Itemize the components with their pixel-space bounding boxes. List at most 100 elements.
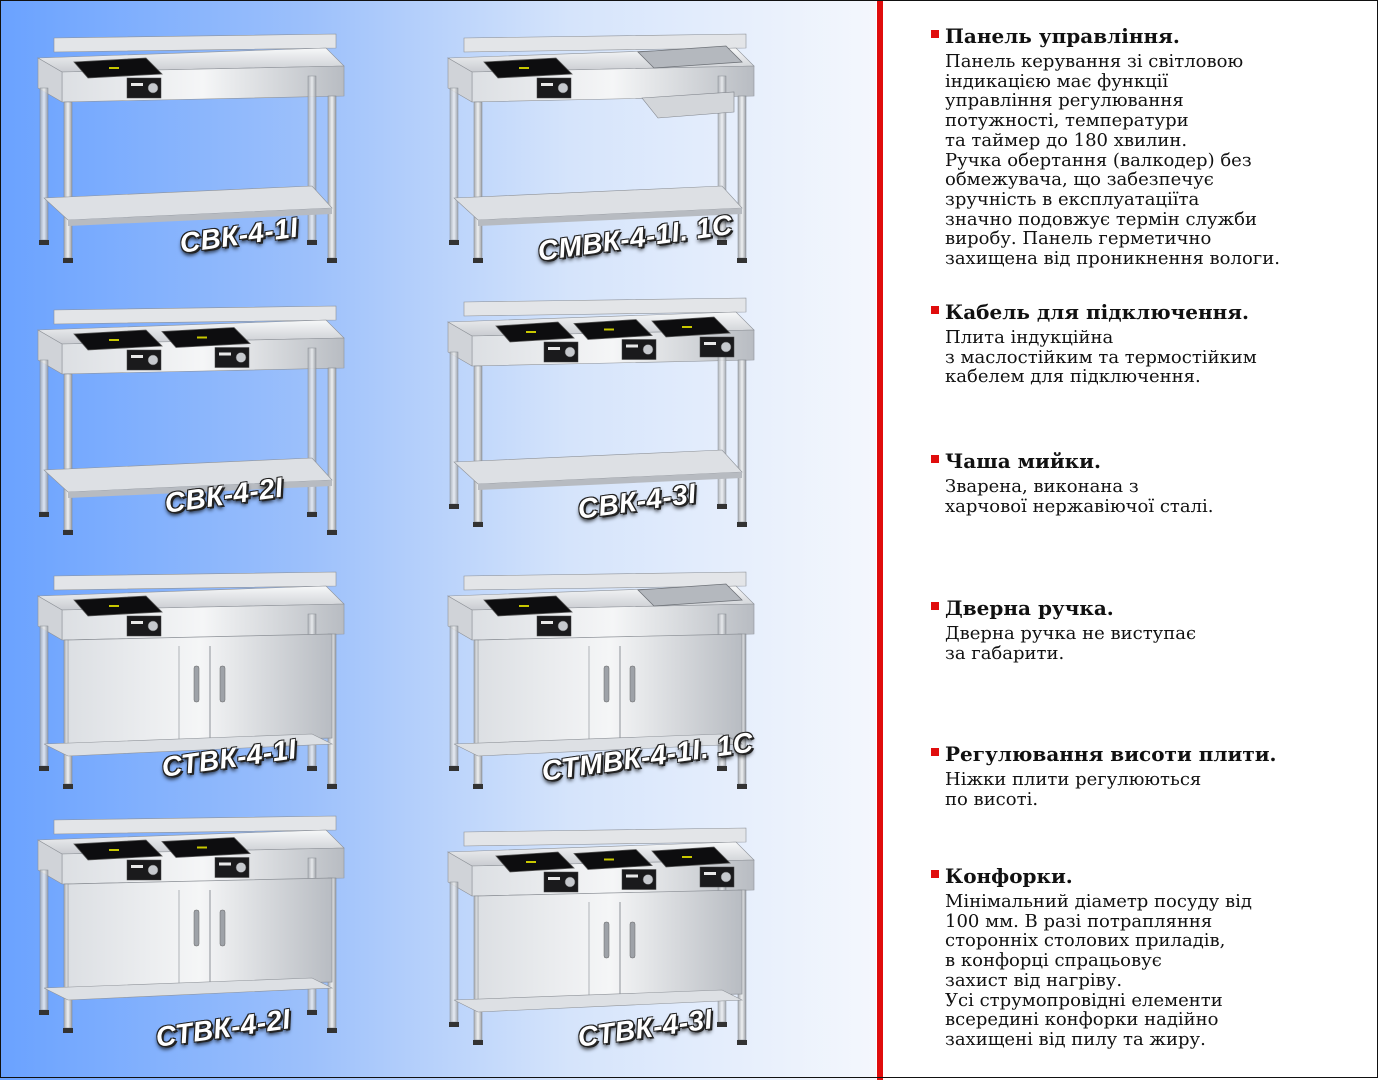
leg-foot	[39, 512, 49, 517]
door-handle-icon	[193, 909, 200, 947]
product-image	[36, 305, 345, 535]
sink-bowl	[637, 583, 743, 607]
lower-shelf	[453, 989, 744, 1013]
lower-shelf	[43, 733, 334, 757]
leg-foot	[307, 1010, 317, 1015]
control-knob-icon	[235, 352, 247, 363]
leg-foot	[473, 784, 483, 789]
burner-logo	[109, 339, 119, 341]
control-knob-icon	[720, 871, 732, 883]
shelf-edge	[68, 208, 332, 226]
control-knob-icon	[147, 864, 159, 876]
product-image	[446, 571, 755, 789]
leg-foot	[473, 522, 483, 527]
control-display	[704, 342, 716, 345]
product-card: СТВК-4-3І	[430, 812, 840, 1072]
leg-foot	[717, 766, 727, 771]
control-knob-icon	[642, 344, 654, 355]
feature-line: сторонніх столових приладів,	[945, 930, 1226, 952]
table-leg	[63, 373, 73, 531]
backsplash	[53, 571, 337, 591]
feature-line: захист від нагріву.	[945, 969, 1123, 991]
backsplash	[463, 297, 747, 317]
bullet-square-icon	[931, 870, 939, 878]
leg-foot	[737, 1040, 747, 1045]
bullet-square-icon	[931, 30, 939, 38]
leg-foot	[473, 258, 483, 263]
bullet-square-icon	[931, 306, 939, 314]
leg-foot	[39, 240, 49, 245]
burner-logo	[197, 846, 207, 849]
control-knob-icon	[147, 82, 159, 94]
feature-line: в конфорці спрацьовує	[945, 950, 1162, 972]
lower-shelf	[43, 977, 334, 1001]
burner-logo	[197, 336, 207, 339]
table-leg	[717, 339, 727, 505]
feature-line: Ручка обертання (валкодер) без	[945, 149, 1252, 171]
leg-foot	[63, 258, 73, 263]
leg-foot	[717, 504, 727, 509]
table-leg	[63, 101, 73, 259]
table-leg	[39, 87, 49, 241]
feature-line: управління регулювання	[945, 90, 1184, 112]
door-handle-icon	[193, 665, 200, 703]
feature-line: індикацією має функції	[945, 70, 1169, 92]
burner-logo	[519, 605, 529, 607]
feature-line: Плита індукційна	[945, 327, 1114, 348]
cabinet-body	[477, 889, 743, 1001]
feature-line: значно подовжує термін служби	[945, 208, 1257, 230]
control-knob-icon	[720, 341, 732, 353]
table-leg	[327, 367, 337, 531]
backsplash	[53, 33, 337, 53]
leg-foot	[737, 522, 747, 527]
product-card: СВК-4-3І	[430, 282, 840, 542]
feature-description: Панель керування зі світловою індикацією…	[945, 52, 1280, 269]
leg-foot	[63, 530, 73, 535]
leg-foot	[737, 784, 747, 789]
feature-title: Дверна ручка.	[945, 596, 1114, 620]
leg-foot	[327, 530, 337, 535]
table-leg	[39, 359, 49, 513]
control-display	[704, 872, 716, 875]
feature-line: 100 мм. В разі потрапляння	[945, 910, 1213, 932]
feature-line: кабелем для підключення.	[945, 366, 1201, 388]
feature-line: потужності, температури	[945, 110, 1189, 132]
control-display	[626, 344, 638, 348]
door-handle-icon	[603, 921, 610, 959]
control-knob-icon	[235, 862, 247, 873]
leg-foot	[449, 1022, 459, 1027]
leg-foot	[327, 258, 337, 263]
backsplash	[53, 305, 337, 325]
leg-foot	[39, 766, 49, 771]
control-knob-icon	[564, 876, 576, 888]
control-knob-icon	[147, 354, 159, 366]
burner-logo	[682, 326, 692, 328]
feature-line: Дверна ручка не виступає	[945, 623, 1197, 644]
leg-foot	[449, 766, 459, 771]
door-handle-icon	[629, 921, 636, 959]
bullet-square-icon	[931, 748, 939, 756]
leg-foot	[449, 240, 459, 245]
product-card: СВК-4-1І	[20, 18, 430, 278]
control-display	[541, 621, 553, 624]
feature-line: по висоті.	[945, 788, 1039, 810]
table-leg	[473, 101, 483, 259]
table-leg	[307, 75, 317, 241]
control-display	[548, 347, 560, 350]
leg-foot	[63, 784, 73, 789]
table-leg	[449, 351, 459, 505]
feature-title: Конфорки.	[945, 864, 1073, 888]
feature-line: Усі струмопровідні елементи	[945, 989, 1223, 1011]
door-handle-icon	[219, 909, 226, 947]
product-card: СТВК-4-1І	[20, 556, 430, 816]
leg-foot	[473, 1040, 483, 1045]
table-leg	[327, 95, 337, 259]
product-image	[446, 827, 755, 1045]
sink-bowl	[637, 45, 743, 69]
backsplash	[53, 815, 337, 835]
feature-title: Чаша мийки.	[945, 449, 1101, 473]
cabinet-body	[67, 633, 333, 745]
table-leg	[737, 95, 747, 259]
shelf-edge	[478, 208, 742, 226]
red-divider	[877, 0, 883, 1080]
